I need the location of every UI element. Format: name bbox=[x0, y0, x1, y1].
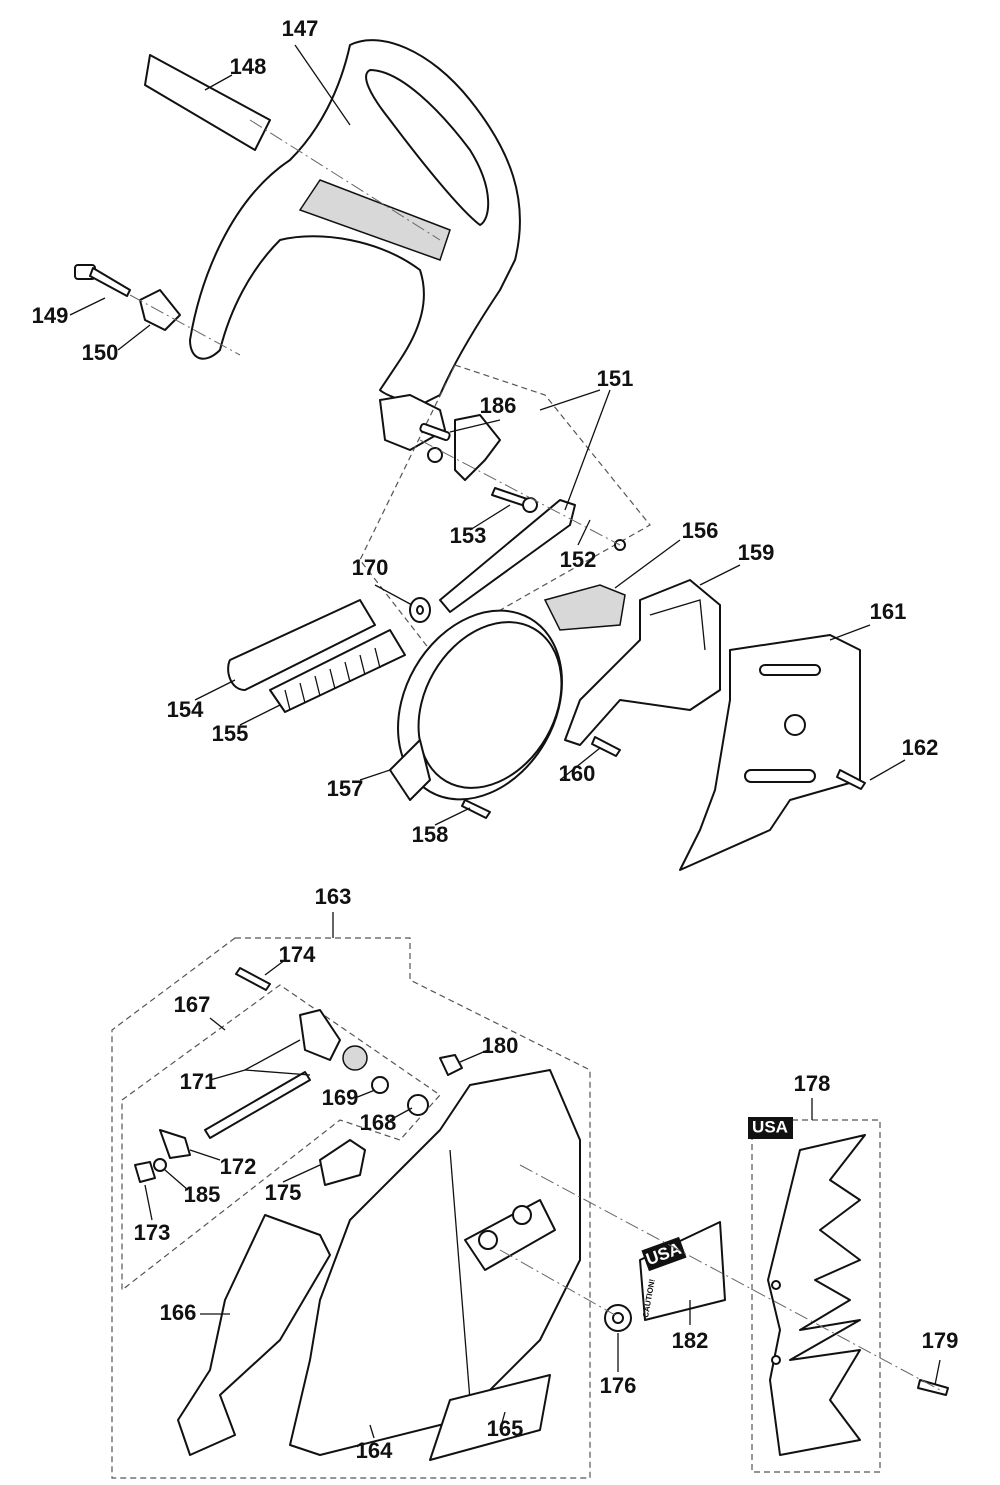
part-162-screw bbox=[836, 769, 866, 790]
callout-171: 171 bbox=[180, 1069, 217, 1094]
part-149-screw bbox=[74, 264, 131, 297]
usa-badge: USA bbox=[748, 1117, 793, 1139]
callout-170: 170 bbox=[352, 555, 389, 580]
part-179-screw bbox=[917, 1379, 949, 1396]
part-169-ring bbox=[371, 1076, 389, 1094]
group-151-outline bbox=[359, 364, 651, 651]
callout-174: 174 bbox=[279, 942, 316, 967]
part-186-pin bbox=[419, 422, 451, 442]
callout-158: 158 bbox=[412, 822, 449, 847]
callout-168: 168 bbox=[360, 1110, 397, 1135]
callout-147: 147 bbox=[282, 16, 319, 41]
group-163-outline bbox=[111, 937, 591, 1479]
part-160-screw bbox=[591, 736, 621, 757]
part-172-bracket bbox=[159, 1129, 191, 1159]
callout-172: 172 bbox=[220, 1154, 257, 1179]
group-167-outline bbox=[121, 984, 441, 1292]
group-178-outline bbox=[751, 1119, 881, 1473]
part-174-screw bbox=[235, 967, 271, 991]
callout-157: 157 bbox=[327, 776, 364, 801]
callout-labels: 147 148 149 150 151 186 153 152 156 159 … bbox=[32, 16, 959, 1463]
usa-badge-text: USA bbox=[752, 1117, 788, 1136]
part-154-sleeve bbox=[227, 599, 376, 691]
callout-178: 178 bbox=[794, 1071, 831, 1096]
callout-150: 150 bbox=[82, 340, 119, 365]
part-182-warning-sticker: USA CAUTION! bbox=[639, 1221, 726, 1321]
part-150-bushing bbox=[139, 289, 181, 331]
callout-182: 182 bbox=[672, 1328, 709, 1353]
callout-175: 175 bbox=[265, 1180, 302, 1205]
part-158-screw bbox=[461, 799, 491, 819]
callout-151: 151 bbox=[597, 366, 634, 391]
callout-148: 148 bbox=[230, 54, 267, 79]
callout-153: 153 bbox=[450, 523, 487, 548]
part-161-cover-plate bbox=[679, 634, 861, 871]
part-159-cover bbox=[564, 579, 721, 746]
part-175-slide bbox=[319, 1139, 366, 1186]
part-148-label bbox=[144, 54, 271, 151]
part-157-brake-band bbox=[389, 609, 563, 801]
callout-176: 176 bbox=[600, 1373, 637, 1398]
callout-154: 154 bbox=[167, 697, 204, 722]
part-165-label bbox=[429, 1374, 551, 1461]
part-170-washer bbox=[409, 597, 431, 623]
callout-167: 167 bbox=[174, 992, 211, 1017]
callout-173: 173 bbox=[134, 1220, 171, 1245]
callout-166: 166 bbox=[160, 1300, 197, 1325]
part-176-nut bbox=[604, 1304, 632, 1332]
part-155-spring bbox=[269, 629, 406, 713]
part-166-handle bbox=[177, 1214, 331, 1456]
callout-186: 186 bbox=[480, 393, 517, 418]
part-164-sprocket-cover bbox=[289, 1069, 581, 1456]
part-173-nut bbox=[134, 1161, 156, 1183]
callout-163: 163 bbox=[315, 884, 352, 909]
callout-164: 164 bbox=[356, 1438, 393, 1463]
part-168-nut bbox=[407, 1094, 429, 1116]
leader-lines bbox=[69, 44, 941, 1439]
part-153-screw bbox=[491, 487, 538, 513]
callout-162: 162 bbox=[902, 735, 939, 760]
callout-149: 149 bbox=[32, 303, 69, 328]
callout-161: 161 bbox=[870, 599, 907, 624]
part-147-front-hand-guard bbox=[189, 39, 521, 451]
callout-165: 165 bbox=[487, 1416, 524, 1441]
part-185-washer bbox=[153, 1158, 167, 1172]
callout-156: 156 bbox=[682, 518, 719, 543]
callout-185: 185 bbox=[184, 1182, 221, 1207]
part-178-bumper-spike bbox=[767, 1134, 866, 1456]
callout-180: 180 bbox=[482, 1033, 519, 1058]
callout-159: 159 bbox=[738, 540, 775, 565]
part-167-adjuster bbox=[299, 1009, 368, 1071]
callout-169: 169 bbox=[322, 1085, 359, 1110]
callout-152: 152 bbox=[560, 547, 597, 572]
callout-179: 179 bbox=[922, 1328, 959, 1353]
part-180-nut bbox=[439, 1054, 463, 1076]
part-171-adjuster-screw bbox=[204, 1071, 311, 1139]
part-156-brake-pad bbox=[543, 584, 626, 631]
callout-155: 155 bbox=[212, 721, 249, 746]
callout-160: 160 bbox=[559, 761, 596, 786]
